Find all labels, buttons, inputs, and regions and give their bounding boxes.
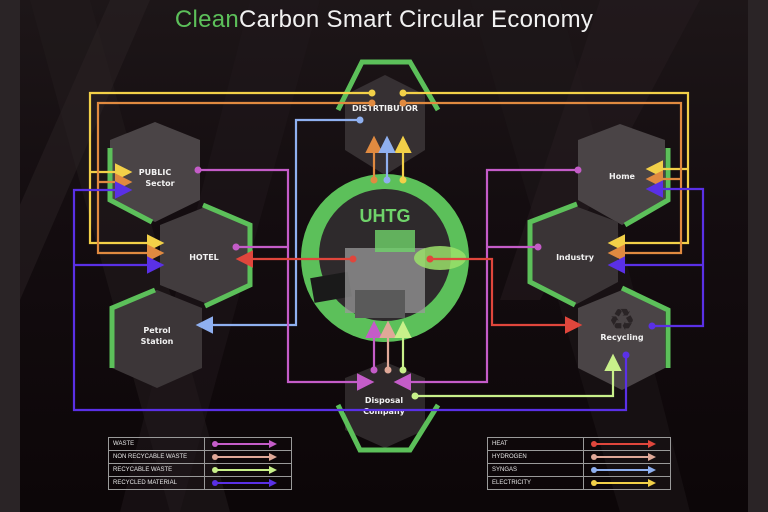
recyclable-waste-lines: [394, 320, 622, 398]
arrow-icon: [591, 440, 656, 448]
legend-label: RECYCABLE WASTE: [109, 464, 205, 476]
legend-row-recycled-material: RECYCLED MATERIAL: [109, 477, 291, 489]
public-sector-label-1: PUBLIC: [139, 168, 172, 177]
petrol-label-2: Station: [141, 337, 174, 346]
legend-label: RECYCLED MATERIAL: [109, 477, 205, 489]
legend-materials: WASTE NON RECYCABLE WASTE RECYCABLE WAST…: [108, 437, 292, 490]
arrow-icon: [212, 466, 277, 474]
orange-lines: [96, 101, 683, 262]
legend-label: WASTE: [109, 438, 205, 450]
legend-row-waste: WASTE: [109, 438, 291, 451]
legend-row-syngas: SYNGAS: [488, 464, 670, 477]
recycling-label: Recycling: [600, 333, 643, 342]
distributor-label: DISTRTIBUTOR: [352, 104, 418, 113]
node-petrol-station[interactable]: Petrol Station: [109, 287, 202, 388]
electricity-lines: [88, 91, 690, 252]
arrow-icon: [591, 466, 656, 474]
heat-lines: [235, 250, 583, 334]
legend-row-hydrogen: HYDROGEN: [488, 451, 670, 464]
legend-label: HEAT: [488, 438, 584, 450]
arrow-icon: [212, 479, 277, 487]
legend-row-non-recycable-waste: NON RECYCABLE WASTE: [109, 451, 291, 464]
node-disposal-company[interactable]: Disposal Company: [335, 362, 441, 453]
home-label: Home: [609, 172, 636, 181]
arrow-icon: [591, 453, 656, 461]
node-home[interactable]: Home: [578, 124, 671, 228]
title-accent: Clean: [174, 6, 240, 33]
legend-label: NON RECYCABLE WASTE: [109, 451, 205, 463]
legend-label: HYDROGEN: [488, 451, 584, 463]
public-sector-label-2: Sector: [145, 179, 174, 188]
legend-label: ELECTRICITY: [488, 477, 584, 489]
uhtg-label: UHTG: [360, 206, 411, 226]
node-industry[interactable]: Industry: [527, 201, 618, 308]
disposal-label-2: Company: [363, 407, 406, 416]
industry-label: Industry: [556, 253, 595, 262]
arrow-icon: [591, 479, 656, 487]
arrow-icon: [212, 453, 277, 461]
uhtg-unit[interactable]: UHTG: [301, 174, 469, 342]
recycle-icon: ♻: [609, 304, 636, 337]
title-rest: Carbon Smart Circular Economy: [239, 6, 594, 33]
node-public-sector[interactable]: PUBLIC Sector: [107, 122, 200, 225]
legend-row-recycable-waste: RECYCABLE WASTE: [109, 464, 291, 477]
disposal-label-1: Disposal: [365, 396, 404, 405]
waste-lines: [198, 168, 578, 391]
syngas-lines: [195, 118, 396, 334]
page-title: CleanCarbon Smart Circular Economy: [0, 6, 768, 34]
recycled-material-lines: [72, 180, 705, 412]
legend-label: SYNGAS: [488, 464, 584, 476]
legend-energy: HEAT HYDROGEN SYNGAS ELECTRICITY: [487, 437, 671, 490]
arrow-icon: [212, 440, 277, 448]
node-recycling[interactable]: ♻ Recycling: [578, 285, 671, 390]
petrol-label-1: Petrol: [143, 326, 171, 335]
legend-row-electricity: ELECTRICITY: [488, 477, 670, 489]
hotel-label: HOTEL: [189, 253, 219, 262]
node-hotel[interactable]: HOTEL: [160, 202, 253, 309]
legend-row-heat: HEAT: [488, 438, 670, 451]
uhtg-machine-icon: [310, 230, 466, 318]
